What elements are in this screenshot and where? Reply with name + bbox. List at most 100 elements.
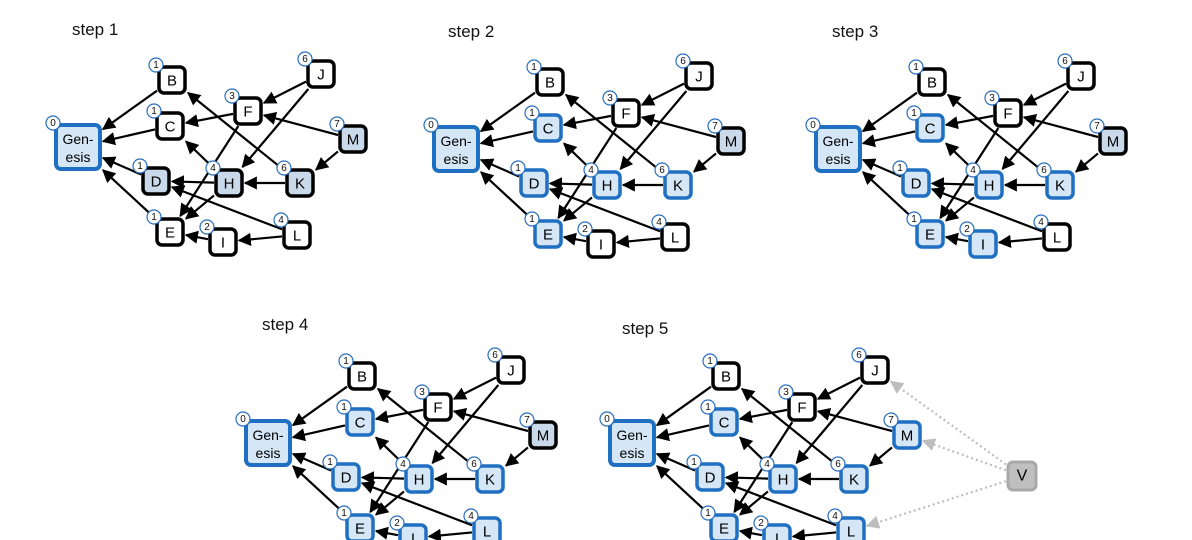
badge-circle (707, 118, 723, 134)
node-badge: 6 (1041, 165, 1047, 176)
node-badge: 6 (835, 459, 841, 470)
node-label-line2: esis (620, 445, 645, 461)
badge-circle (883, 412, 899, 428)
node-label: F (433, 400, 442, 417)
badge-circle (132, 158, 148, 174)
node-k: K6 (466, 456, 505, 494)
badge-circle (1033, 214, 1049, 230)
edge-j-to-f (816, 376, 861, 400)
node-label: I (599, 237, 603, 254)
node-label: E (543, 227, 553, 244)
voter-edge-v-to-j (889, 380, 1007, 466)
node-label: L (483, 524, 491, 540)
edge-k-to-b (946, 94, 1046, 174)
node-label: B (927, 75, 937, 92)
badge-circle (466, 456, 482, 472)
badge-circle (276, 160, 292, 176)
node-label: K (673, 178, 683, 195)
node-b: B1 (702, 353, 741, 391)
badge-circle (892, 160, 908, 176)
node-c: C1 (906, 105, 945, 143)
node-m: M7 (707, 118, 746, 156)
badge-circle (675, 53, 691, 69)
edge-h-to-d (548, 177, 593, 191)
node-b: B1 (908, 59, 947, 97)
node-box (475, 464, 505, 494)
node-box (472, 516, 502, 540)
node-badge: 7 (334, 119, 340, 130)
edge-e-to-genesis (480, 171, 534, 221)
node-l: L4 (651, 214, 690, 252)
badge-circle (235, 411, 251, 427)
node-label-line2: esis (66, 149, 91, 165)
node-badge: 7 (888, 415, 894, 426)
badge-circle (984, 90, 1000, 106)
node-label: J (871, 363, 879, 380)
node-badge: 7 (524, 415, 530, 426)
badge-circle (830, 456, 846, 472)
badge-circle (851, 347, 867, 363)
badge-circle (146, 209, 162, 225)
node-box (917, 67, 947, 97)
node-box (244, 419, 292, 467)
node-box (398, 523, 428, 540)
step-label: step 2 (448, 22, 494, 41)
node-box (586, 229, 616, 259)
badge-circle (463, 508, 479, 524)
node-badge: 4 (588, 165, 594, 176)
edge-h-to-d (360, 471, 405, 485)
node-label: C (925, 121, 936, 138)
badge-circle (700, 505, 716, 521)
node-label: C (355, 415, 366, 432)
node-badge: 1 (691, 457, 697, 468)
node-box (155, 217, 185, 247)
node-badge: 0 (50, 118, 56, 129)
node-label: K (1055, 178, 1065, 195)
node-label: B (167, 73, 177, 90)
badge-circle (908, 59, 924, 75)
edge-f-to-c (184, 112, 234, 128)
edge-d-to-genesis (479, 158, 520, 178)
node-e: E1 (700, 505, 739, 540)
node-badge: 6 (492, 350, 498, 361)
node-d: D1 (322, 454, 361, 492)
node-f: F3 (984, 90, 1023, 128)
badge-circle (599, 411, 615, 427)
node-c: C1 (336, 399, 375, 437)
badge-circle (414, 384, 430, 400)
edge-b-to-genesis (479, 91, 536, 133)
badge-circle (759, 456, 775, 472)
node-i: I2 (389, 515, 428, 540)
node-box (814, 125, 862, 173)
edge-h-to-e (562, 196, 593, 222)
node-box (762, 523, 792, 540)
node-label: B (721, 369, 731, 386)
node-k: K6 (654, 162, 693, 200)
node-b: B1 (338, 353, 377, 391)
node-label-line1: Gen- (440, 133, 471, 149)
edge-l-to-d (360, 481, 473, 527)
badge-circle (487, 347, 503, 363)
node-badge: 0 (428, 120, 434, 131)
node-box (915, 219, 945, 249)
node-badge: 6 (680, 56, 686, 67)
node-e: E1 (146, 209, 185, 247)
voter-label: V (1017, 468, 1028, 485)
node-badge: 3 (783, 387, 789, 398)
badge-circle (389, 515, 405, 531)
node-label: B (545, 75, 555, 92)
node-box (968, 229, 998, 259)
edge-k-to-b (564, 94, 664, 174)
edge-b-to-genesis (291, 385, 348, 427)
edge-m-to-k (692, 152, 717, 173)
edge-k-to-b (186, 92, 286, 172)
node-label: H (414, 472, 425, 489)
node-box (709, 407, 739, 437)
node-label-line2: esis (256, 445, 281, 461)
badge-circle (199, 219, 215, 235)
